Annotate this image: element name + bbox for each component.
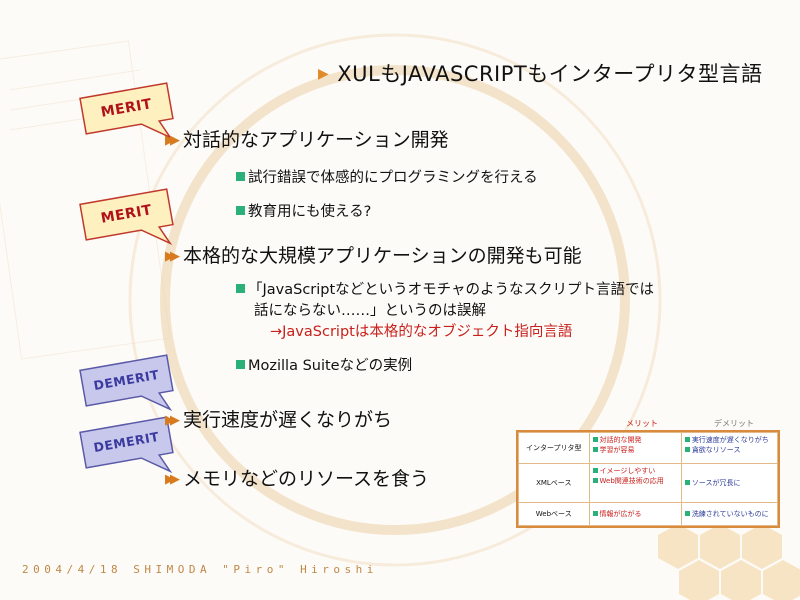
point-resource-usage: ▶▶メモリなどのリソースを食う	[165, 468, 430, 490]
row-label: インタープリタ型	[518, 432, 590, 464]
table-row: Webベース 情報が広がる 洗練されていないものに	[518, 502, 779, 526]
slide-footer: 2004/4/18 SHIMODA "Piro" Hiroshi	[22, 563, 378, 576]
demerit-badge-2: DEMERIT	[75, 412, 184, 490]
point-large-scale-apps: ▶▶本格的な大規模アプリケーションの開発も可能	[165, 245, 582, 267]
merit-badge-1: MERIT	[75, 78, 184, 156]
demerit-badge-1: DEMERIT	[75, 350, 184, 428]
square-bullet-icon	[236, 360, 245, 369]
subpoint-oop-language: →JavaScriptは本格的なオブジェクト指向言語	[270, 324, 573, 340]
row-label: XMLベース	[518, 463, 590, 503]
subpoint-misconception-line2: 話にならない……」というのは誤解	[254, 303, 486, 319]
square-bullet-icon	[236, 206, 245, 215]
comparison-table-grid: インタープリタ型 対話的な開発 学習が容易 実行速度が遅くなりがち 貪欲なリソー…	[516, 430, 780, 528]
table-row: インタープリタ型 対話的な開発 学習が容易 実行速度が遅くなりがち 貪欲なリソー…	[518, 432, 779, 464]
square-bullet-icon	[236, 172, 245, 181]
merit-badge-2: MERIT	[75, 184, 184, 262]
col-merit-header: メリット	[626, 419, 658, 428]
double-arrow-icon: ▶▶	[165, 133, 180, 148]
double-arrow-icon: ▶▶	[165, 472, 180, 487]
table-row: XMLベース イメージしやすい Web関連技術の応用 ソースが冗長に	[518, 463, 779, 503]
point-slow-execution: ▶▶実行速度が遅くなりがち	[165, 409, 393, 431]
col-demerit-header: デメリット	[714, 419, 754, 428]
row-label: Webベース	[518, 502, 590, 526]
slide-title: ▶XULもJAVASCRIPTもインタープリタ型言語	[318, 62, 763, 86]
subpoint-trial-and-error: 試行錯誤で体感的にプログラミングを行える	[236, 166, 538, 187]
square-bullet-icon	[236, 284, 245, 293]
point-interactive-development: ▶▶対話的なアプリケーション開発	[165, 129, 449, 151]
subpoint-mozilla-example: Mozilla Suiteなどの実例	[236, 354, 412, 375]
double-arrow-icon: ▶▶	[165, 249, 180, 264]
double-arrow-icon: ▶▶	[165, 413, 180, 428]
triangle-bullet-icon: ▶	[318, 66, 330, 82]
subpoint-misconception-line1: 「JavaScriptなどというオモチャのようなスクリプト言語では	[236, 278, 654, 299]
subpoint-education: 教育用にも使える?	[236, 200, 371, 221]
